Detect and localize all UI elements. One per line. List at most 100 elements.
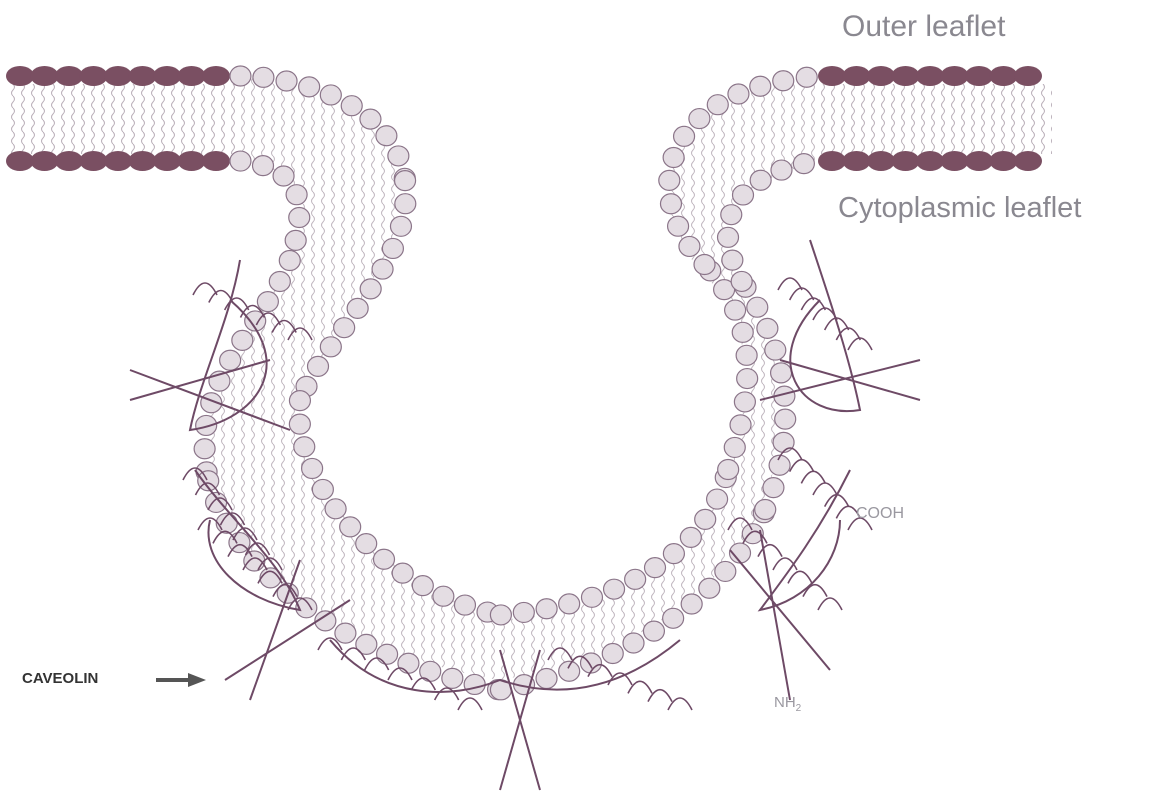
caveola-lipid-head [724,437,745,457]
caveola-lipid-head [454,595,475,615]
flat-membrane-tails [8,84,1052,154]
caveola-lipid-head [194,439,215,459]
flat-lipid-head [916,151,944,171]
caveola-lipid-head [320,85,341,105]
caveola-lipid-head [253,67,274,87]
caveola-lipid-head [737,369,758,389]
caveola-lipid-head [257,292,278,312]
caveola-lipid-head [580,653,601,673]
caveola-lipid-head [725,300,746,320]
caveola-lipid-head [755,499,776,519]
flat-lipid-head [55,66,83,86]
nh2-base: NH [774,694,796,711]
flat-lipid-head [202,151,230,171]
flat-lipid-head [990,151,1018,171]
caveola-lipid-head [442,668,463,688]
caveolin-hatch-mark [801,471,825,483]
caveola-lipid-head [320,337,341,357]
caveolin-right-upper [790,240,860,411]
caveola-lipid-head [395,194,416,214]
caveola-lipid-head [289,207,310,227]
caveola-lipid-head [360,279,381,299]
caveola-lipid-head [689,109,710,129]
caveolin-hatch-mark [209,291,233,303]
caveola-lipid-head [747,297,768,317]
caveola-lipid-head [286,185,307,205]
caveola-lipid-head [623,633,644,653]
caveola-lipid-head [734,392,755,412]
caveola-lipid-head [695,509,716,529]
caveola-lipid-head [373,549,394,569]
caveola-lipid-head [341,96,362,116]
flat-lipid-head [104,151,132,171]
caveola-lipid-head [513,602,534,622]
caveola-lipid-head [679,236,700,256]
caveola-lipid-head [699,578,720,598]
flat-lipid-head [818,151,846,171]
flat-lipid-head [867,66,895,86]
caveola-lipid-head [325,499,346,519]
flat-lipid-head [153,66,181,86]
caveolin-hatch-mark [790,460,814,472]
caveolin-hatch-mark [758,545,782,557]
caveola-lipid-head [718,227,739,247]
caveola-lipid-head [536,599,557,619]
caveola-lipid-head [308,356,329,376]
flat-lipid-head [129,66,157,86]
caveola-lipid-head [392,563,413,583]
caveola-lipid-head [763,478,784,498]
caveola-lipid-head [302,458,323,478]
caveola-lipid-head [559,661,580,681]
cytoplasmic-leaflet-label: Cytoplasmic leaflet [838,192,1081,225]
flat-lipid-head [178,66,206,86]
caveola-lipid-head [694,255,715,275]
flat-lipid-head [892,66,920,86]
caveolin-hatch-mark [818,598,842,610]
caveola-lipid-head [796,67,817,87]
caveola-lipid-head [276,71,297,91]
caveola-lipid-head [412,576,433,596]
caveola-lipid-head [668,216,689,236]
caveolin-hatch-mark [788,571,812,583]
caveola-lipid-head [721,205,742,225]
flat-lipid-head [965,66,993,86]
flat-lipid-head [6,66,34,86]
caveola-lipid-head [347,298,368,318]
flat-lipid-head [843,151,871,171]
caveola-lipid-head [490,605,511,625]
flat-lipid-head [153,151,181,171]
flat-lipid-head [965,151,993,171]
caveola-lipid-head [285,230,306,250]
flat-lipid-head [178,151,206,171]
caveola-lipid-head [718,459,739,479]
caveola-lipid-head [736,345,757,365]
flat-lipid-head [80,151,108,171]
caveola-lipid-head [625,569,646,589]
caveola-lipid-head [773,432,794,452]
caveolin-hatch-mark [803,585,827,597]
caveola-lipid-head [773,71,794,91]
caveolin-hatch-mark [813,483,837,495]
caveola-lipid-head [230,66,251,86]
flat-lipid-head [1014,151,1042,171]
caveola-lipid-head [660,194,681,214]
caveola-lipid-head [775,409,796,429]
cooh-terminus-label: COOH [856,505,904,523]
caveola-lipid-head [377,644,398,664]
caveola-lipid-head [581,587,602,607]
caveola-lipid-head [253,156,274,176]
flat-lipid-head [843,66,871,86]
caveola-lipid-head [681,594,702,614]
caveola-lipid-head [398,653,419,673]
caveola-lipid-head [645,558,666,578]
caveola-lipid-head [232,330,253,350]
caveola-lipid-head [279,251,300,271]
caveola-lipid-head [728,84,749,104]
nh2-subscript: 2 [796,703,802,714]
caveola-lipid-head [663,544,684,564]
caveola-lipid-head [793,154,814,174]
caveola-tail-region [206,78,820,680]
caveola-lipid-head [771,363,792,383]
caveola-lipid-head [715,561,736,581]
